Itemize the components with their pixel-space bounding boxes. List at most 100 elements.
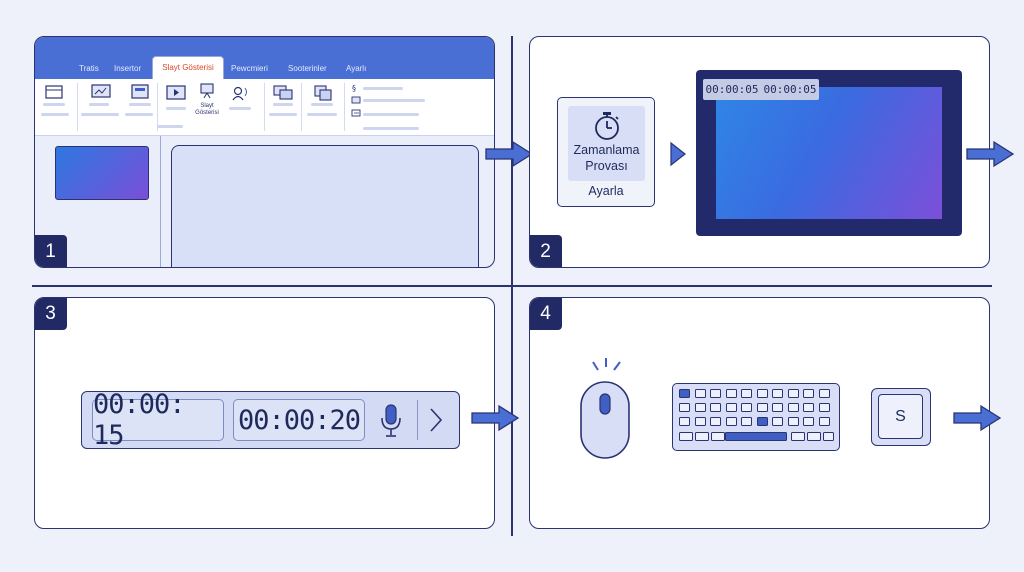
ribbon-placeholder bbox=[307, 113, 337, 116]
custom-show-icon[interactable] bbox=[131, 84, 149, 100]
ribbon-placeholder bbox=[166, 107, 186, 110]
arrow-right-icon bbox=[966, 140, 1015, 168]
mouse-icon bbox=[580, 358, 630, 459]
arrow-right-icon bbox=[471, 404, 520, 432]
ribbon-placeholder bbox=[157, 125, 183, 128]
step-1-panel: Tratis Insertor Slayt Gösterisi Pewcmier… bbox=[34, 36, 495, 268]
ribbon-placeholder bbox=[41, 113, 69, 116]
keyboard-key bbox=[725, 403, 737, 412]
keyboard-key bbox=[823, 432, 834, 441]
step-number-badge: 4 bbox=[530, 298, 562, 330]
ribbon-placeholder bbox=[229, 107, 251, 110]
slide-show-button-label[interactable]: Slayt Gösterisi bbox=[195, 103, 219, 116]
slide-thumbnail[interactable] bbox=[55, 146, 149, 200]
svg-text:§: § bbox=[352, 84, 356, 93]
ribbon-placeholder bbox=[125, 113, 153, 116]
toolbar-separator bbox=[417, 400, 418, 440]
ribbon-placeholder bbox=[363, 87, 403, 90]
rehearse-timings-label: Zamanlama Provası bbox=[573, 143, 640, 173]
keyboard-key bbox=[694, 417, 706, 426]
rehearse-timings-highlight: Zamanlama Provası bbox=[568, 106, 645, 181]
recording-toolbar: 00:00: 15 00:00:20 bbox=[81, 389, 460, 451]
tab-tratis[interactable]: Tratis bbox=[79, 64, 99, 73]
tab-ayarli[interactable]: Ayarlı bbox=[346, 64, 367, 73]
slide-layout-icon[interactable] bbox=[45, 85, 63, 99]
keyboard-key bbox=[694, 389, 706, 398]
keyboard-key bbox=[710, 403, 721, 412]
tab-insertor[interactable]: Insertor bbox=[114, 64, 142, 73]
step-number-badge: 3 bbox=[35, 298, 67, 330]
keyboard-key bbox=[694, 403, 706, 412]
keyboard-spacebar bbox=[725, 432, 787, 441]
keyboard-key bbox=[772, 417, 783, 426]
ribbon-placeholder bbox=[273, 103, 293, 106]
keyboard-key bbox=[756, 417, 768, 426]
step-4-panel: 4 S bbox=[529, 297, 990, 529]
keyboard-key bbox=[787, 417, 799, 426]
arrow-right-icon bbox=[485, 140, 534, 168]
option-icons[interactable]: § bbox=[351, 82, 363, 120]
ribbon-tab-bar bbox=[35, 37, 494, 79]
keyboard-key bbox=[725, 389, 737, 398]
timer-left: 00:00:05 bbox=[705, 83, 759, 96]
slide-time-display: 00:00: 15 bbox=[92, 389, 224, 451]
step-number-badge: 2 bbox=[530, 235, 562, 267]
slide-show-setup-icon[interactable] bbox=[199, 83, 215, 99]
stopwatch-icon bbox=[595, 112, 619, 140]
keyboard-key bbox=[791, 432, 805, 441]
keyboard-key bbox=[679, 417, 690, 426]
play-icon[interactable] bbox=[166, 85, 186, 100]
keyboard-key bbox=[818, 403, 830, 412]
keyboard-key bbox=[756, 403, 768, 412]
rehearse-timings-button[interactable]: Zamanlama Provası Ayarla bbox=[557, 97, 655, 207]
keyboard-key bbox=[756, 389, 768, 398]
slide-thumbnail-pane bbox=[35, 136, 161, 267]
from-beginning-icon[interactable] bbox=[91, 84, 111, 100]
ribbon-placeholder bbox=[269, 113, 297, 116]
ribbon-placeholder bbox=[363, 127, 419, 130]
keyboard-key bbox=[787, 403, 799, 412]
step-number-badge: 1 bbox=[35, 235, 67, 267]
keyboard-key bbox=[803, 417, 814, 426]
keyboard-key bbox=[803, 389, 814, 398]
keyboard-key bbox=[679, 432, 693, 441]
arrow-right-icon bbox=[953, 404, 1002, 432]
s-key-label: S bbox=[878, 394, 923, 439]
ribbon-placeholder bbox=[43, 103, 65, 106]
tab-slide-show[interactable]: Slayt Gösterisi bbox=[152, 56, 224, 80]
keyboard-key bbox=[772, 403, 783, 412]
keyboard-key bbox=[803, 403, 814, 412]
ribbon-separator bbox=[157, 83, 158, 131]
tab-pewcmieri[interactable]: Pewcmieri bbox=[231, 64, 268, 73]
step-3-panel: 3 00:00: 15 00:00:20 bbox=[34, 297, 495, 529]
monitor-icon[interactable] bbox=[273, 85, 293, 100]
ribbon-separator bbox=[301, 83, 302, 131]
s-key: S bbox=[871, 388, 931, 446]
keyboard-icon bbox=[672, 383, 840, 451]
rehearsal-timer-overlay: 00:00:05 00:00:05 bbox=[703, 79, 819, 100]
ribbon-placeholder bbox=[81, 113, 119, 116]
chevron-right-icon[interactable] bbox=[428, 407, 444, 433]
microphone-icon[interactable] bbox=[380, 404, 402, 438]
narration-icon[interactable] bbox=[231, 85, 249, 101]
keyboard-key bbox=[741, 403, 752, 412]
keyboard-key bbox=[772, 389, 783, 398]
keyboard-key bbox=[710, 417, 721, 426]
keyboard-key bbox=[679, 403, 690, 412]
keyboard-key bbox=[679, 389, 690, 398]
keyboard-key bbox=[710, 389, 721, 398]
keyboard-key bbox=[818, 389, 830, 398]
keyboard-key bbox=[807, 432, 821, 441]
ribbon-placeholder bbox=[363, 113, 419, 116]
tab-sooterinler[interactable]: Sooterinler bbox=[288, 64, 327, 73]
setup-label: Ayarla bbox=[588, 184, 624, 198]
slide-canvas[interactable] bbox=[171, 145, 479, 267]
ribbon-separator bbox=[77, 83, 78, 131]
presenter-view-icon[interactable] bbox=[314, 85, 332, 101]
horizontal-divider bbox=[32, 285, 992, 287]
keyboard-key bbox=[741, 389, 752, 398]
keyboard-key bbox=[695, 432, 709, 441]
keyboard-key bbox=[787, 389, 799, 398]
ribbon-placeholder bbox=[89, 103, 109, 106]
ribbon-placeholder bbox=[311, 103, 333, 106]
